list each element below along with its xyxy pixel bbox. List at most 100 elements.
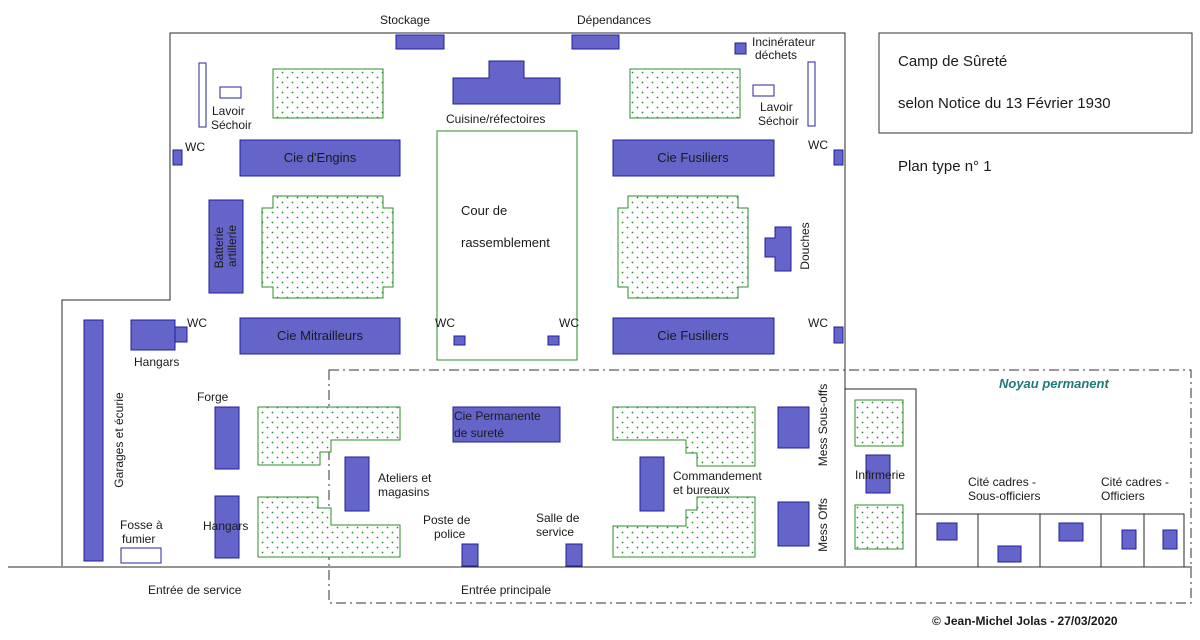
wc-cour-left-label: WC — [435, 316, 455, 330]
salle-label-1: Salle de — [536, 511, 580, 525]
cie-engins-building — [239, 139, 401, 177]
ateliers-label-2: magasins — [378, 485, 429, 499]
wc-right-middle-label: WC — [808, 316, 828, 330]
cuisine-building — [452, 60, 561, 105]
hangars-top-wc — [174, 326, 188, 343]
douches-building — [764, 226, 792, 272]
wc-hangars-label: WC — [187, 316, 207, 330]
douches-label: Douches — [798, 222, 812, 269]
copyright: © Jean-Michel Jolas - 27/03/2020 — [932, 614, 1118, 628]
commandement-label-2: et bureaux — [673, 483, 730, 497]
green-area-lower-left-bottom — [257, 496, 401, 558]
infirmerie-green-bottom — [854, 504, 904, 550]
green-area-middle-right — [617, 195, 749, 299]
forge-label: Forge — [197, 390, 229, 404]
garages-building — [83, 319, 104, 562]
mess-offs-label: Mess Offs — [816, 498, 830, 552]
cuisine-label: Cuisine/réfectoires — [446, 112, 545, 126]
plan-type: Plan type n° 1 — [898, 158, 992, 175]
batterie-artillerie-building — [208, 199, 244, 294]
lavoir-right-box — [752, 84, 775, 97]
poste-police-building — [461, 543, 479, 567]
entree-service-label: Entrée de service — [148, 583, 242, 597]
commandement-building — [639, 456, 665, 512]
fosse-label-1: Fosse à — [120, 518, 163, 532]
poste-label-2: police — [434, 527, 466, 541]
green-area-lower-right-top — [612, 406, 756, 467]
cie-mitrailleurs-label: Cie Mitrailleurs — [277, 328, 363, 343]
cite-cadres-enclosure — [915, 513, 1185, 568]
green-area-top-left — [272, 68, 384, 119]
green-area-top-right — [629, 68, 741, 119]
infirmerie-green-top — [854, 399, 904, 447]
hangars-bottom-building — [214, 495, 240, 559]
wc-cour-right — [547, 335, 560, 346]
cite-off-label-1: Cité cadres - — [1101, 475, 1169, 489]
wc-top-right-label: WC — [808, 138, 828, 152]
cite-house-5 — [1162, 529, 1178, 550]
green-area-lower-right-bottom — [612, 496, 756, 558]
commandement-label-1: Commandement — [673, 469, 762, 483]
incinerateur-label-1: Incinérateur — [752, 35, 815, 49]
stockage-label: Stockage — [380, 13, 430, 27]
hangars-top-label: Hangars — [134, 355, 179, 369]
info-title-line1: Camp de Sûreté — [898, 53, 1007, 70]
mess-sous-offs-label: Mess Sous-offs — [816, 384, 830, 466]
cie-fusiliers-top-building — [612, 139, 775, 177]
cite-house-3 — [1058, 522, 1084, 542]
info-title-line2: selon Notice du 13 Février 1930 — [898, 95, 1111, 112]
noyau-permanent-zone — [328, 369, 1192, 604]
dependances-building — [571, 34, 620, 50]
cour-label-1: Cour de — [461, 203, 507, 218]
cie-fusiliers-bottom-building — [612, 317, 775, 355]
incinerateur-building — [734, 42, 747, 55]
cie-fusiliers-top-label: Cie Fusiliers — [657, 150, 729, 165]
mess-offs-building — [777, 501, 810, 547]
mess-sous-offs-building — [777, 406, 810, 449]
hangars-bottom-label: Hangars — [203, 519, 248, 533]
cie-permanente-label-2: de sureté — [454, 426, 504, 440]
wc-top-right — [833, 149, 844, 166]
ateliers-label-1: Ateliers et — [378, 471, 432, 485]
cie-permanente-label-1: Cie Permanente — [454, 409, 541, 423]
lavoir-right-bar — [807, 61, 816, 127]
infirmerie-building — [865, 454, 891, 494]
hangars-top-building — [130, 319, 176, 351]
forge-building — [214, 406, 240, 470]
cour-rassemblement — [436, 130, 578, 361]
dependances-label: Dépendances — [577, 13, 651, 27]
batterie-label-2: artillerie — [225, 225, 239, 267]
stockage-building — [395, 34, 445, 50]
cite-sous-off-label-1: Cité cadres - — [968, 475, 1036, 489]
cie-fusiliers-bottom-label: Cie Fusiliers — [657, 328, 729, 343]
salle-label-2: service — [536, 525, 574, 539]
wc-top-left — [172, 149, 183, 166]
cie-engins-label: Cie d'Engins — [284, 150, 357, 165]
cite-house-4 — [1121, 529, 1137, 550]
fosse-fumier — [120, 547, 162, 564]
cie-permanente-building — [452, 406, 561, 443]
salle-service-building — [565, 543, 583, 567]
incinerateur-label-2: déchets — [755, 48, 797, 62]
cite-house-1 — [936, 522, 958, 541]
green-area-middle-left — [261, 195, 394, 299]
lavoir-left-box — [219, 86, 242, 99]
wc-cour-right-label: WC — [559, 316, 579, 330]
batterie-label-1: Batterie — [212, 227, 226, 269]
cite-off-label-2: Officiers — [1101, 489, 1145, 503]
lavoir-left-label-2: Séchoir — [211, 118, 252, 132]
green-area-lower-left-top — [257, 406, 401, 466]
lavoir-left-label-1: Lavoir — [212, 104, 245, 118]
batterie-label: Batterie artillerie — [212, 224, 239, 269]
ateliers-building — [344, 456, 370, 512]
noyau-permanent-label: Noyau permanent — [999, 376, 1109, 391]
wc-cour-left — [453, 335, 466, 346]
infirmerie-enclosure — [845, 388, 917, 566]
infirmerie-label: Infirmerie — [855, 468, 905, 482]
garages-label: Garages et écurie — [112, 392, 126, 488]
cite-sous-off-label-2: Sous-officiers — [968, 489, 1040, 503]
lavoir-left-bar — [198, 62, 207, 128]
wc-right-middle — [833, 326, 844, 344]
entree-principale-label: Entrée principale — [461, 583, 551, 597]
